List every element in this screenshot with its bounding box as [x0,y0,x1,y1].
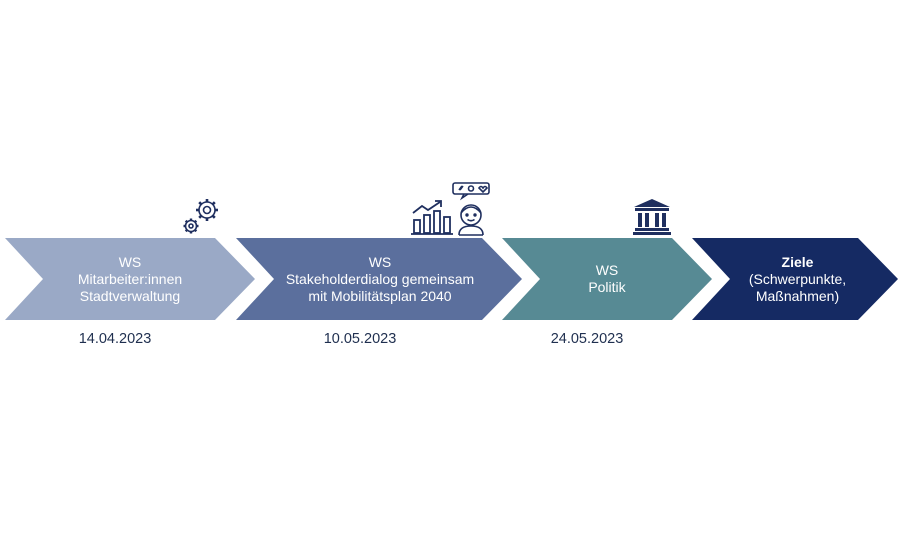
step-2-line2: Stakeholderdialog gemeinsam [285,270,475,287]
step-2-line1: WS [368,253,392,270]
step-4-line3: Maßnahmen) [755,287,840,304]
step-2-date: 10.05.2023 [323,331,397,347]
step-1-date: 14.04.2023 [78,331,152,347]
step-3-line1: WS [595,262,619,278]
step-1-text: WS Mitarbeiter:innen Stadtverwaltung [40,238,220,320]
step-3-text: WS Politik [537,238,677,320]
person-speech-icon [452,182,490,236]
government-building-icon [633,199,671,235]
gears-icon [183,199,218,234]
step-arrow-1 [5,238,255,320]
step-1-line2: Mitarbeiter:innen [77,270,183,287]
growth-chart-icon [411,200,453,235]
step-4-line2: (Schwerpunkte, [748,270,847,287]
step-3-line2: Politik [588,279,626,295]
step-1-line1: WS [118,253,142,270]
step-arrow-2 [236,238,522,320]
step-2-line3: mit Mobilitätsplan 2040 [308,287,452,304]
step-1-line3: Stadtverwaltung [79,287,181,304]
step-arrow-3 [502,238,712,320]
step-arrow-4 [692,238,898,320]
step-4-text: Ziele (Schwerpunkte, Maßnahmen) [725,238,870,320]
step-4-line1: Ziele [781,253,814,270]
step-2-text: WS Stakeholderdialog gemeinsam mit Mobil… [275,238,485,320]
step-3-date: 24.05.2023 [550,331,624,347]
